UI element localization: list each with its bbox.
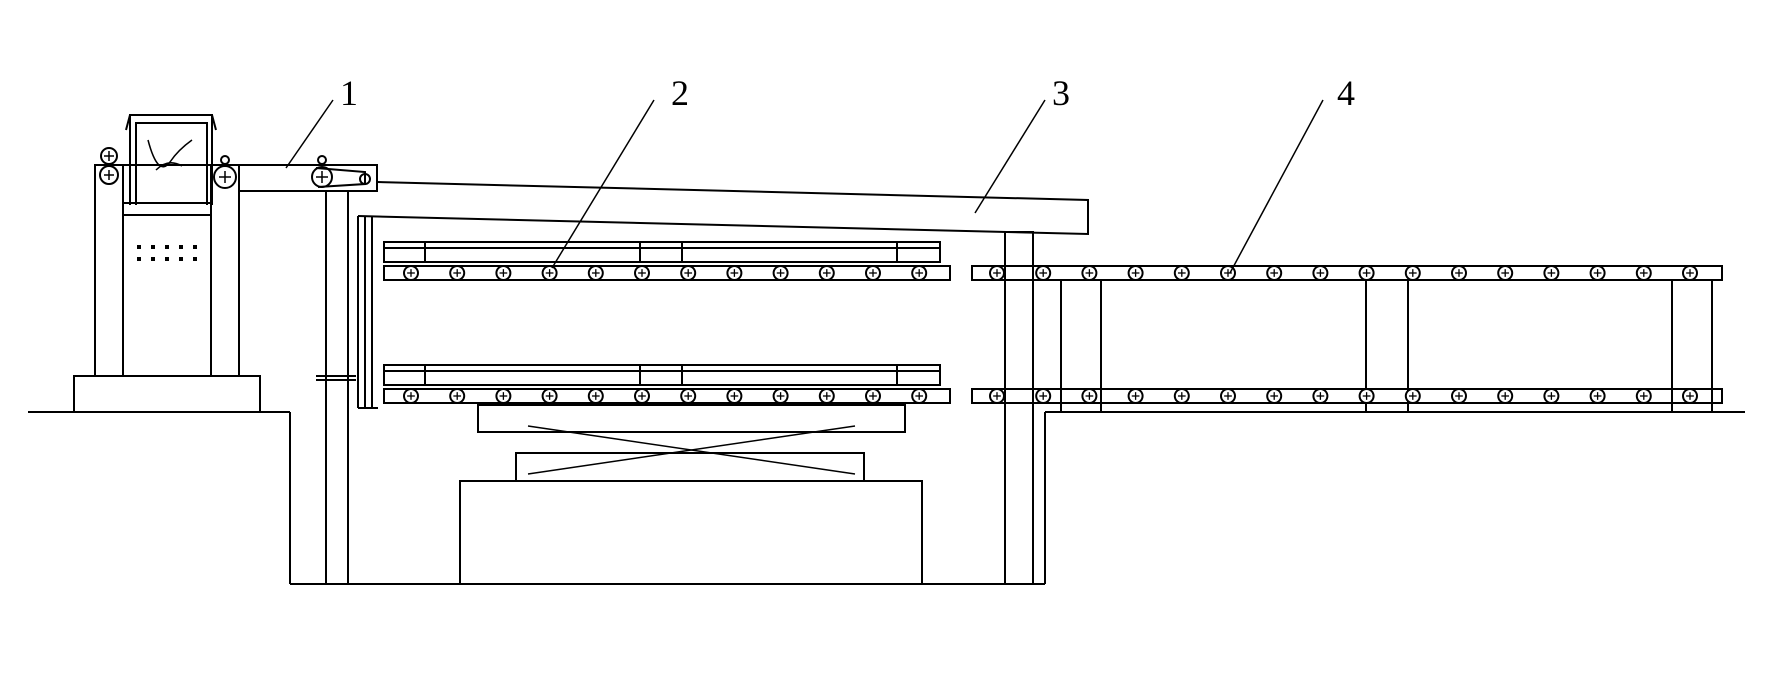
roller-icon	[1312, 388, 1329, 404]
roller-icon	[449, 388, 466, 404]
leader-line-1	[285, 99, 334, 169]
roller-icon	[1543, 388, 1560, 404]
callout-label-1: 1	[340, 73, 358, 113]
roller-icon	[818, 265, 835, 281]
conveyor-lower-rollers	[989, 388, 1698, 404]
roller-icon	[1266, 388, 1283, 404]
roller-icon	[989, 388, 1005, 404]
roller-icon	[403, 388, 419, 404]
roller-icon	[495, 388, 512, 404]
roller-icon	[1451, 388, 1467, 404]
roller-icon	[865, 388, 881, 404]
shelf-rack	[383, 241, 951, 404]
roller-icon	[587, 388, 604, 404]
sloped-top-beam	[357, 181, 1089, 585]
cabinet-vent-dots	[137, 245, 197, 261]
callout-leaders	[285, 99, 1324, 274]
roller-icon	[1173, 265, 1190, 281]
roller-icon	[449, 265, 466, 281]
roller-icon	[1081, 265, 1098, 281]
callout-labels: 1 2 3 4	[340, 73, 1355, 113]
roller-icon	[680, 265, 697, 281]
upper-shelf-rollers	[403, 265, 928, 281]
roller-icon	[1682, 265, 1698, 281]
roller-icon	[634, 265, 650, 281]
roller-icon	[1404, 388, 1421, 404]
roller-icon	[1035, 388, 1052, 404]
output-conveyor	[971, 265, 1723, 413]
scissor-lift	[459, 404, 923, 585]
roller-icon	[1589, 265, 1606, 281]
roller-icon	[541, 265, 558, 281]
transfer-arm	[238, 155, 378, 585]
roller-icon	[1127, 388, 1144, 404]
roller-icon	[989, 265, 1005, 281]
roller-icon	[911, 388, 928, 404]
roller-icon	[1451, 265, 1467, 281]
roller-icon	[1127, 265, 1144, 281]
roller-icon	[865, 265, 881, 281]
lower-shelf-rollers	[403, 388, 928, 404]
roller-icon	[911, 265, 928, 281]
roller-icon	[634, 388, 650, 404]
roller-icon	[403, 265, 419, 281]
ground-and-pit	[28, 411, 1745, 585]
roller-icon	[1173, 388, 1190, 404]
roller-icon	[726, 388, 743, 404]
roller-icon	[1266, 265, 1283, 281]
conveyor-upper-rollers	[989, 265, 1698, 281]
roller-icon	[1081, 388, 1098, 404]
callout-label-2: 2	[671, 73, 689, 113]
roller-icon	[587, 265, 604, 281]
roller-icon	[1635, 265, 1652, 281]
leader-line-3	[974, 99, 1046, 214]
left-loading-unit	[73, 114, 261, 413]
roller-icon	[541, 388, 558, 404]
roller-icon	[495, 265, 512, 281]
callout-label-3: 3	[1052, 73, 1070, 113]
roller-icon	[1589, 388, 1606, 404]
roller-icon	[772, 265, 789, 281]
roller-icon	[1635, 388, 1652, 404]
roller-icon	[1497, 265, 1514, 281]
roller-icon	[1497, 388, 1514, 404]
roller-icon	[1404, 265, 1421, 281]
roller-icon	[1312, 265, 1329, 281]
roller-icon	[1543, 265, 1560, 281]
roller-icon	[680, 388, 697, 404]
roller-icon	[1220, 388, 1236, 404]
roller-icon	[1358, 265, 1375, 281]
roller-icon	[1682, 388, 1698, 404]
roller-icon	[1358, 388, 1375, 404]
leader-line-2	[551, 99, 655, 269]
roller-icon	[818, 388, 835, 404]
callout-label-4: 4	[1337, 73, 1355, 113]
roller-icon	[1035, 265, 1052, 281]
leader-line-4	[1229, 99, 1324, 274]
roller-icon	[726, 265, 743, 281]
roller-icon	[772, 388, 789, 404]
